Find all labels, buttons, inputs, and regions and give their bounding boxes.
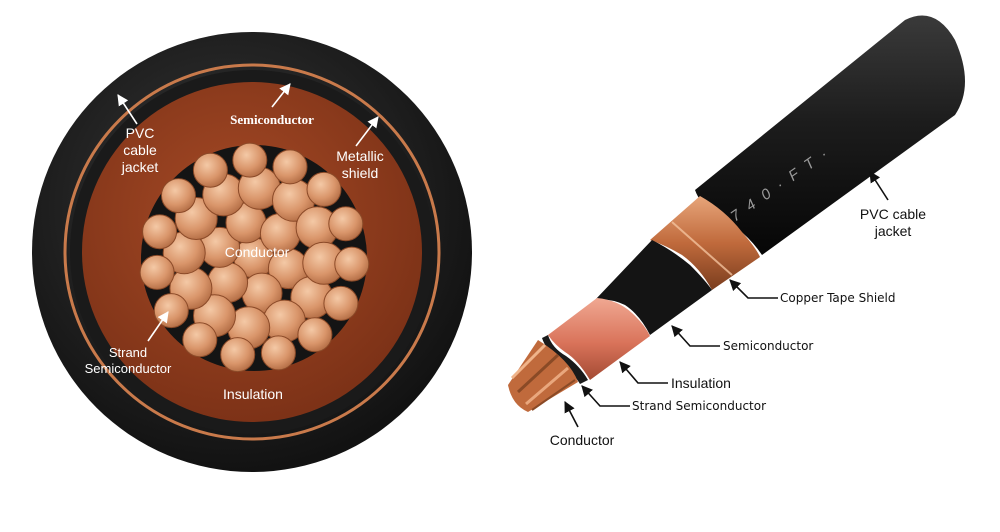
strand-semiconductor-edge	[542, 335, 588, 384]
label-insulation-right: Insulation	[671, 375, 731, 391]
conductor-strands	[139, 142, 370, 373]
copper-tape-shield	[650, 196, 760, 290]
label-conductor-left: Conductor	[225, 244, 290, 260]
label-pvc-jacket-2: cable	[123, 142, 157, 158]
pvc-jacket-tube	[695, 15, 965, 255]
semiconductor-layer	[595, 240, 712, 335]
conductor-strand	[306, 171, 342, 207]
side-view-labels: PVC cable jacket Copper Tape Shield Semi…	[550, 171, 926, 448]
label-conductor-right: Conductor	[550, 432, 615, 448]
conductor-strand	[334, 246, 370, 282]
side-view: 7 4 0 · F T ·	[508, 15, 965, 412]
label-pvc-jacket-3: jacket	[121, 159, 159, 175]
label-semiconductor-left: Semiconductor	[230, 112, 314, 127]
conductor-strand	[232, 142, 268, 178]
label-strand-semi-1: Strand	[109, 345, 147, 360]
label-copper-tape-shield: Copper Tape Shield	[780, 291, 896, 305]
conductor-strand	[192, 152, 228, 188]
conductor-strand	[297, 317, 333, 353]
label-metallic-shield-2: shield	[342, 165, 379, 181]
label-semiconductor-right: Semiconductor	[723, 339, 813, 353]
conductor-strand	[328, 206, 364, 242]
metallic-shield-ring	[63, 63, 441, 441]
conductor-strand	[220, 337, 256, 373]
conductor-strand	[182, 322, 218, 358]
label-pvc-jacket-1: PVC	[126, 125, 155, 141]
cross-section	[32, 32, 472, 472]
label-insulation-left: Insulation	[223, 386, 283, 402]
label-strand-semiconductor-right: Strand Semiconductor	[632, 399, 766, 413]
label-pvc-jacket-right-1: PVC cable	[860, 206, 926, 222]
conductor-strand	[323, 285, 359, 321]
conductor-strand	[272, 149, 308, 185]
conductor-strand	[153, 293, 189, 329]
conductor-tip	[508, 340, 578, 412]
conductor-strand	[161, 178, 196, 214]
insulation-layer	[548, 298, 650, 380]
conductor-strand	[139, 254, 175, 290]
conductor-strand	[142, 214, 178, 250]
conductor-strand	[260, 335, 296, 371]
label-strand-semi-2: Semiconductor	[85, 361, 172, 376]
cross-section-labels: PVC cable jacket Semiconductor Metallic …	[85, 83, 384, 402]
label-metallic-shield-1: Metallic	[336, 148, 383, 164]
label-pvc-jacket-right-2: jacket	[874, 223, 912, 239]
